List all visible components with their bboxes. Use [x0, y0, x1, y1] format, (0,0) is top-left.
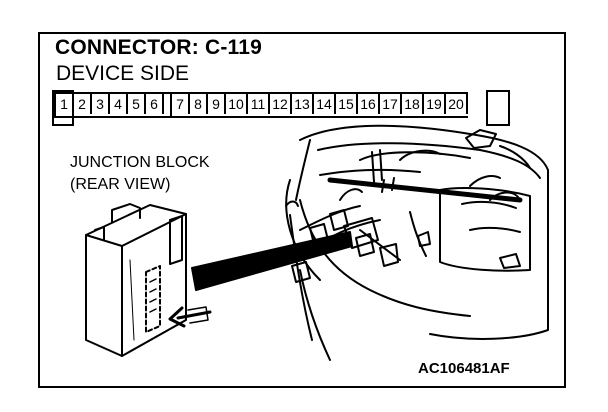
- diagram-frame: [38, 32, 566, 388]
- connector-pin: 8: [190, 94, 208, 114]
- connector-pin: 15: [336, 94, 358, 114]
- connector-pin: 19: [424, 94, 446, 114]
- connector-pin: 13: [292, 94, 314, 114]
- connector-pin: 17: [380, 94, 402, 114]
- connector-lock-right: [486, 90, 510, 126]
- connector-cluster: [291, 188, 399, 283]
- connector-pin: 18: [402, 94, 424, 114]
- connector-gap: [164, 94, 172, 116]
- connector-lock-left: [52, 90, 74, 126]
- connector-pin: 5: [128, 94, 146, 114]
- arrow-icon: [168, 306, 212, 328]
- connector-pin: 14: [314, 94, 336, 114]
- connector-title: CONNECTOR: C-119: [55, 36, 263, 59]
- connector-pin: 12: [270, 94, 292, 114]
- junction-block-label: JUNCTION BLOCK: [70, 154, 210, 171]
- connector-pin: 20: [446, 94, 468, 114]
- junction-block-drawing: [85, 203, 187, 357]
- device-side-label: DEVICE SIDE: [56, 62, 190, 85]
- connector-pin: 2: [74, 94, 92, 114]
- connector-pin-row: 1 2 3 4 5 6 7 8 9 10 11 12 13 14 15 16 1…: [54, 92, 468, 118]
- dashboard-drawing: [285, 124, 549, 361]
- connector-pin: 6: [146, 94, 164, 114]
- rear-view-label: (REAR VIEW): [70, 176, 171, 193]
- connector-pin: 3: [92, 94, 110, 114]
- connector-pin: 10: [226, 94, 248, 114]
- connector-pin: 7: [172, 94, 190, 114]
- connector-pin: 4: [110, 94, 128, 114]
- connector-pin: 9: [208, 94, 226, 114]
- connector-pin: 16: [358, 94, 380, 114]
- figure-code: AC106481AF: [418, 360, 510, 377]
- connector-pin: 11: [248, 94, 270, 114]
